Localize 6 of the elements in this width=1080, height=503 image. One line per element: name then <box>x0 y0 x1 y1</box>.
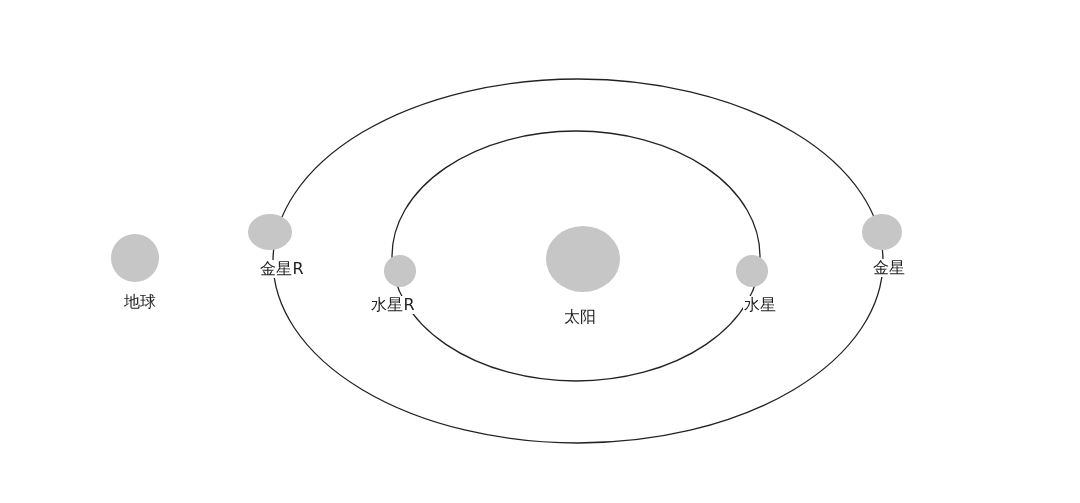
planet-label: 金星 <box>872 259 906 277</box>
planet-label: 金星R <box>259 260 305 278</box>
planet-label: 水星R <box>370 296 416 314</box>
sun-label: 太阳 <box>563 308 597 326</box>
planet-label: 地球 <box>123 293 157 311</box>
planet-label: 水星 <box>743 296 777 314</box>
